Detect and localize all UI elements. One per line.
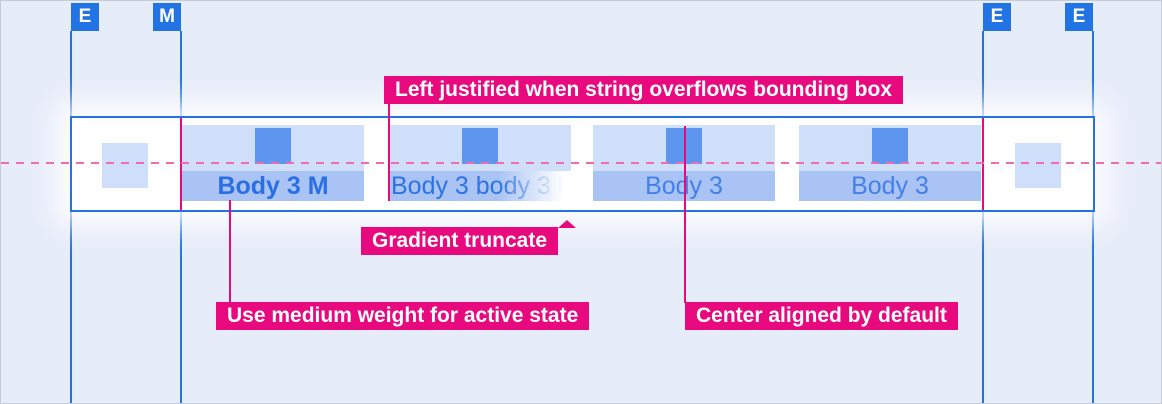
- content-edge-marker-left: [180, 118, 182, 210]
- guide-line-edge-left: [70, 31, 72, 403]
- tab-icon-placeholder: [799, 125, 981, 171]
- tab-icon-placeholder: [389, 125, 571, 171]
- leader-medium-weight: [229, 200, 231, 303]
- vertical-center-guide: [1, 162, 1161, 164]
- guide-badge-edge-right-inner: E: [983, 3, 1011, 31]
- guide-badge-edge-right-outer: E: [1065, 3, 1093, 31]
- caret-up-icon: [558, 220, 576, 228]
- guide-line-margin-right: [982, 31, 984, 403]
- annotation-gradient-truncate-label: Gradient truncate: [372, 229, 548, 252]
- annotation-gradient-truncate: Gradient truncate: [361, 220, 576, 255]
- content-edge-marker-right: [982, 118, 984, 210]
- edge-slot-swatch-right: [1015, 143, 1061, 188]
- guide-line-margin-left: [180, 31, 182, 403]
- guide-line-edge-right: [1092, 31, 1094, 403]
- annotation-left-justified: Left justified when string overflows bou…: [384, 76, 903, 104]
- guide-badge-edge-left: E: [71, 3, 99, 31]
- tab-icon-swatch: [872, 128, 908, 164]
- tab-icon-swatch: [462, 128, 498, 164]
- tab-icon-placeholder: [182, 125, 364, 171]
- guide-badge-margin-left: M: [153, 3, 181, 31]
- edge-slot-swatch-left: [102, 143, 148, 188]
- tab-label-active: Body 3 M: [182, 171, 364, 201]
- annotation-medium-weight: Use medium weight for active state: [216, 302, 590, 330]
- tab-label-truncated: Body 3 body 3 b: [389, 171, 571, 201]
- leader-left-justified: [388, 104, 390, 201]
- leader-center-aligned: [684, 126, 686, 303]
- annotation-center-aligned: Center aligned by default: [685, 302, 958, 330]
- tab-icon-swatch: [255, 128, 291, 164]
- tab-label: Body 3: [799, 171, 981, 201]
